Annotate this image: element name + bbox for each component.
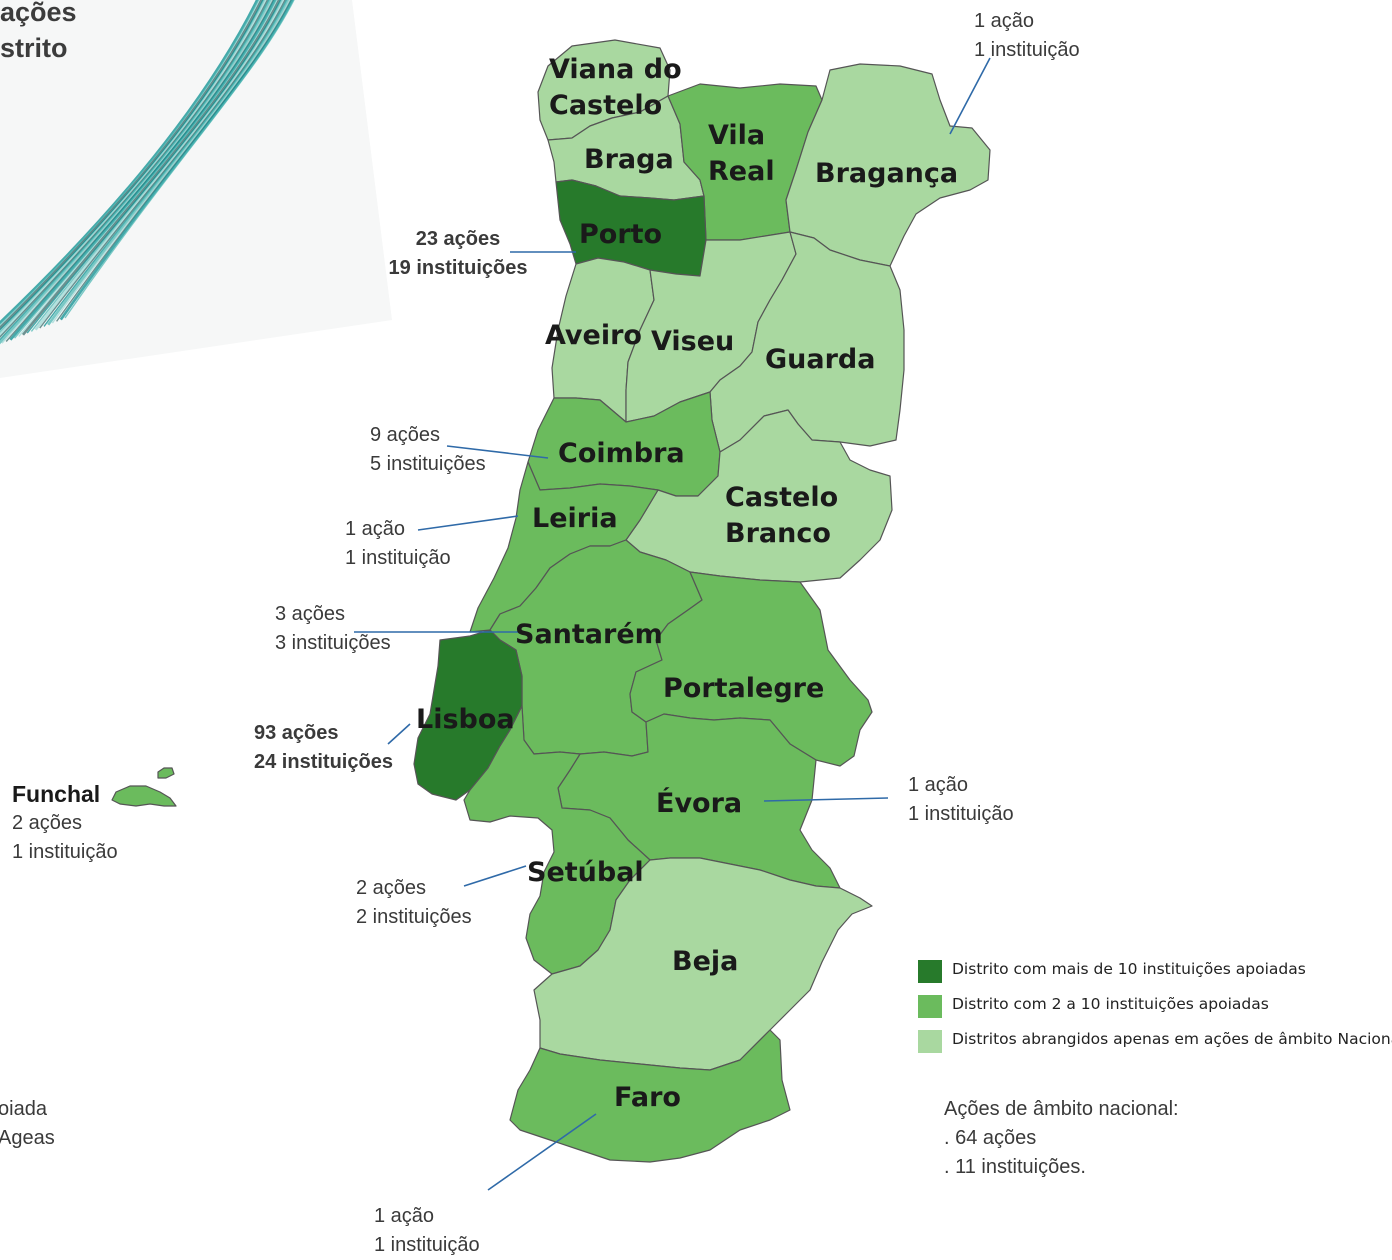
swirl-strand [26,0,282,334]
legend-swatch-low [918,1030,942,1053]
swirl-strand [0,0,269,338]
cutoff-left-text: oiada Ageas [0,1098,55,1149]
district-braganca[interactable] [785,63,991,267]
district-funchal[interactable] [111,767,177,807]
title-line-2: strito [0,33,68,63]
swirl-strand [39,0,286,329]
swirl-strand [0,0,259,325]
swirl-strand [51,0,291,324]
swirl-strand [0,0,268,337]
label-guarda: Guarda [765,344,876,375]
swirl-strand [0,0,264,331]
label-porto: Porto [579,219,663,250]
district-faro[interactable] [509,1029,791,1163]
label-evora: Évora [656,788,743,819]
leader-evora [763,797,889,802]
label-lisboa: Lisboa [416,704,515,735]
swirl-strand [34,0,285,331]
label-leiria: Leiria [532,503,618,534]
leader-leiria [417,515,519,531]
label-setubal: Setúbal [527,857,644,888]
page-title: ações strito [0,0,77,66]
swirl-strand [0,0,260,326]
swirl-strand [1,0,273,344]
swirl-strand [14,0,277,339]
label-braga: Braga [584,144,674,175]
label-aveiro: Aveiro [545,320,642,351]
label-coimbra: Coimbra [558,438,685,469]
label-braganca: Bragança [815,158,959,189]
swirl-backdrop [0,0,392,378]
label-viseu: Viseu [651,326,735,357]
leader-faro [487,1113,597,1191]
label-portalegre: Portalegre [663,673,825,704]
leader-lisboa [387,723,411,745]
label-santarem: Santarém [515,619,663,650]
swirl-strand [59,0,294,321]
label-funchal: Funchal [12,781,101,807]
swirl-strand [9,0,277,341]
swirl-strand [0,0,263,330]
swirl-strand [47,0,290,326]
title-line-1: ações [0,0,77,27]
leader-coimbra [446,445,549,459]
national-actions-note: Ações de âmbito nacional: . 64 ações . 1… [944,1098,1179,1178]
swirl-strand [64,0,295,319]
swirl-strand [0,0,272,345]
leader-braganca [949,57,991,135]
swirl-strand [21,0,281,336]
label-beja: Beja [672,946,739,977]
legend-swatch-high [918,960,942,983]
label-faro: Faro [614,1082,681,1113]
leader-setubal [463,865,527,887]
legend-swatch-medium [918,995,942,1018]
